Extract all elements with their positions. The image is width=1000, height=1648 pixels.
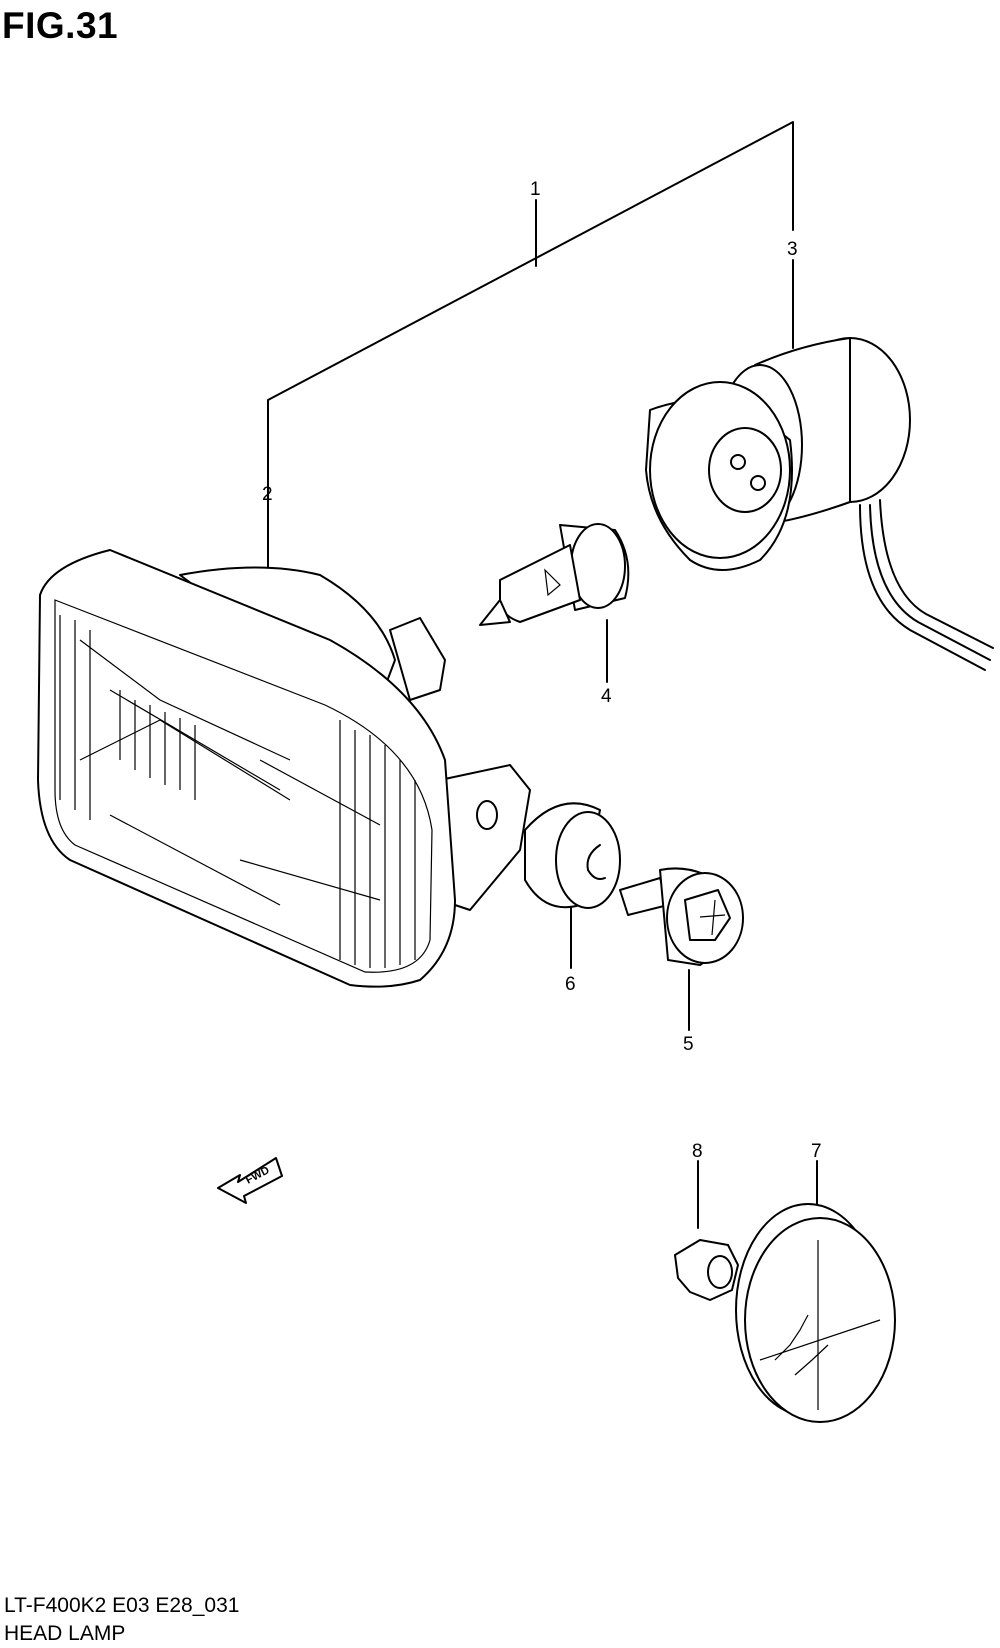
callout-4[interactable]: 4	[601, 686, 612, 707]
bulb-socket[interactable]	[645, 337, 994, 671]
callout-8[interactable]: 8	[692, 1141, 703, 1162]
callout-1[interactable]: 1	[530, 179, 541, 200]
headlamp-cap[interactable]	[735, 1203, 896, 1423]
callout-7[interactable]: 7	[811, 1141, 822, 1162]
mounting-bolt[interactable]	[619, 867, 744, 966]
leader-lines	[267, 121, 818, 1229]
headlamp-housing[interactable]	[37, 549, 531, 988]
callout-6[interactable]: 6	[565, 974, 576, 995]
model-code: LT-F400K2 E03 E28_031	[4, 1594, 240, 1617]
callout-labels: 1 2 3 4 5 6 7 8	[262, 179, 822, 1162]
callout-5[interactable]: 5	[683, 1034, 694, 1055]
figure-title: FIG.31	[2, 5, 119, 46]
callout-3[interactable]: 3	[787, 239, 798, 260]
assembly-name: HEAD LAMP	[4, 1622, 126, 1645]
forward-arrow-icon: FWD	[217, 1157, 283, 1204]
callout-2[interactable]: 2	[262, 484, 273, 505]
lock-nut[interactable]	[674, 1239, 739, 1301]
headlamp-bulb[interactable]	[479, 523, 630, 626]
rubber-grommet[interactable]	[524, 802, 621, 909]
